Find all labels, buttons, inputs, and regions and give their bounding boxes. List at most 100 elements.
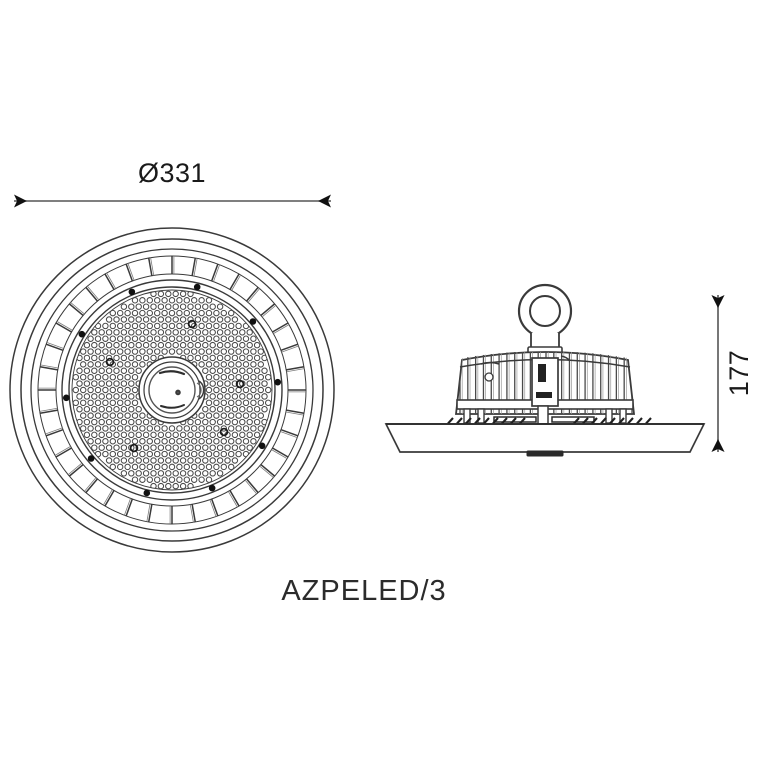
- led-lens: [128, 329, 135, 336]
- led-lens: [157, 316, 165, 323]
- led-lens: [235, 399, 242, 407]
- led-lens: [209, 329, 216, 336]
- led-lens: [198, 297, 205, 304]
- cooling-fin: [68, 463, 84, 477]
- led-lens: [150, 303, 157, 310]
- cooling-fin-shadow: [150, 257, 155, 276]
- cooling-fin-shadow: [84, 477, 97, 492]
- led-lens: [257, 386, 265, 394]
- led-lens: [246, 444, 253, 451]
- led-lens: [172, 470, 179, 477]
- led-lens: [146, 309, 154, 317]
- led-lens: [231, 354, 239, 362]
- led-lens: [205, 463, 213, 471]
- dish-hatch-tick: [582, 417, 589, 425]
- led-lens: [239, 341, 246, 349]
- center-hub: ◉: [138, 356, 206, 424]
- led-lens: [91, 418, 98, 426]
- led-lens: [205, 412, 213, 419]
- led-lens: [72, 386, 80, 394]
- led-lens: [227, 335, 235, 342]
- led-lens: [142, 354, 150, 362]
- led-lens: [135, 316, 142, 323]
- cooling-fin: [245, 478, 259, 494]
- led-lens: [231, 457, 239, 464]
- led-lens: [131, 373, 139, 381]
- led-lens: [213, 348, 220, 355]
- led-lens: [91, 380, 98, 387]
- led-lens: [87, 399, 94, 407]
- led-lens: [183, 450, 191, 458]
- led-lens: [135, 444, 142, 451]
- mounting-screw: [78, 330, 86, 338]
- led-lens: [128, 393, 135, 400]
- led-lens: [79, 386, 87, 394]
- led-lens: [216, 354, 224, 362]
- led-lens: [190, 450, 198, 458]
- led-lens: [120, 470, 128, 477]
- dish-hatch-tick: [573, 417, 580, 425]
- cooling-fin-shadow: [286, 368, 305, 373]
- led-lens: [98, 329, 105, 336]
- led-lens: [176, 335, 183, 342]
- cooling-fin: [147, 504, 153, 523]
- led-lens: [109, 438, 117, 445]
- cooling-fin: [280, 343, 299, 352]
- led-lens: [128, 431, 135, 439]
- led-lens: [187, 418, 194, 426]
- led-lens: [246, 406, 253, 413]
- led-lens: [183, 463, 191, 471]
- led-lens: [242, 438, 250, 445]
- led-lens: [213, 438, 220, 445]
- led-lens: [94, 399, 102, 407]
- led-lens: [176, 425, 183, 432]
- led-lens: [131, 399, 139, 407]
- led-lens: [139, 322, 146, 330]
- led-lens: [261, 367, 268, 374]
- cooling-fin-group: [38, 256, 306, 524]
- mounting-screw: [62, 394, 70, 402]
- led-lens: [165, 303, 172, 310]
- led-lens: [83, 341, 91, 349]
- cooling-fin: [45, 428, 64, 437]
- led-lens: [209, 303, 216, 310]
- led-lens: [83, 431, 91, 439]
- hub-inner-circle: [148, 366, 196, 414]
- cooling-fin: [260, 463, 276, 477]
- led-lens: [213, 361, 220, 368]
- led-lens: [198, 309, 205, 317]
- led-lens: [205, 450, 213, 458]
- strut-left-inner: [477, 408, 485, 424]
- led-lens: [205, 373, 213, 381]
- led-lens: [209, 418, 216, 426]
- diameter-dimension: Ø331: [13, 158, 331, 208]
- led-lens: [87, 412, 94, 419]
- led-lens: [83, 393, 91, 400]
- led-lens: [246, 380, 253, 387]
- led-lens: [94, 335, 102, 342]
- led-lens: [257, 373, 265, 381]
- led-lens: [239, 444, 246, 451]
- led-lens: [190, 348, 198, 355]
- led-lens: [124, 412, 131, 419]
- led-lens: [124, 438, 131, 445]
- led-lens: [79, 348, 87, 355]
- led-lens: [120, 303, 128, 310]
- led-lens: [257, 425, 265, 432]
- led-lens: [150, 431, 157, 439]
- led-lens: [76, 367, 83, 374]
- led-lens: [239, 354, 246, 362]
- led-lens: [224, 457, 231, 464]
- led-lens: [146, 425, 154, 432]
- led-lens: [246, 393, 253, 400]
- led-lens: [168, 425, 176, 432]
- body-vent-hole: [484, 372, 494, 382]
- led-lens: [172, 316, 179, 323]
- led-lens: [150, 457, 157, 464]
- led-lens: [172, 444, 179, 451]
- led-lens: [231, 341, 239, 349]
- led-lens: [179, 457, 187, 464]
- cooling-fin-shadow: [271, 449, 288, 459]
- led-lens: [102, 438, 109, 445]
- led-lens: [124, 322, 131, 330]
